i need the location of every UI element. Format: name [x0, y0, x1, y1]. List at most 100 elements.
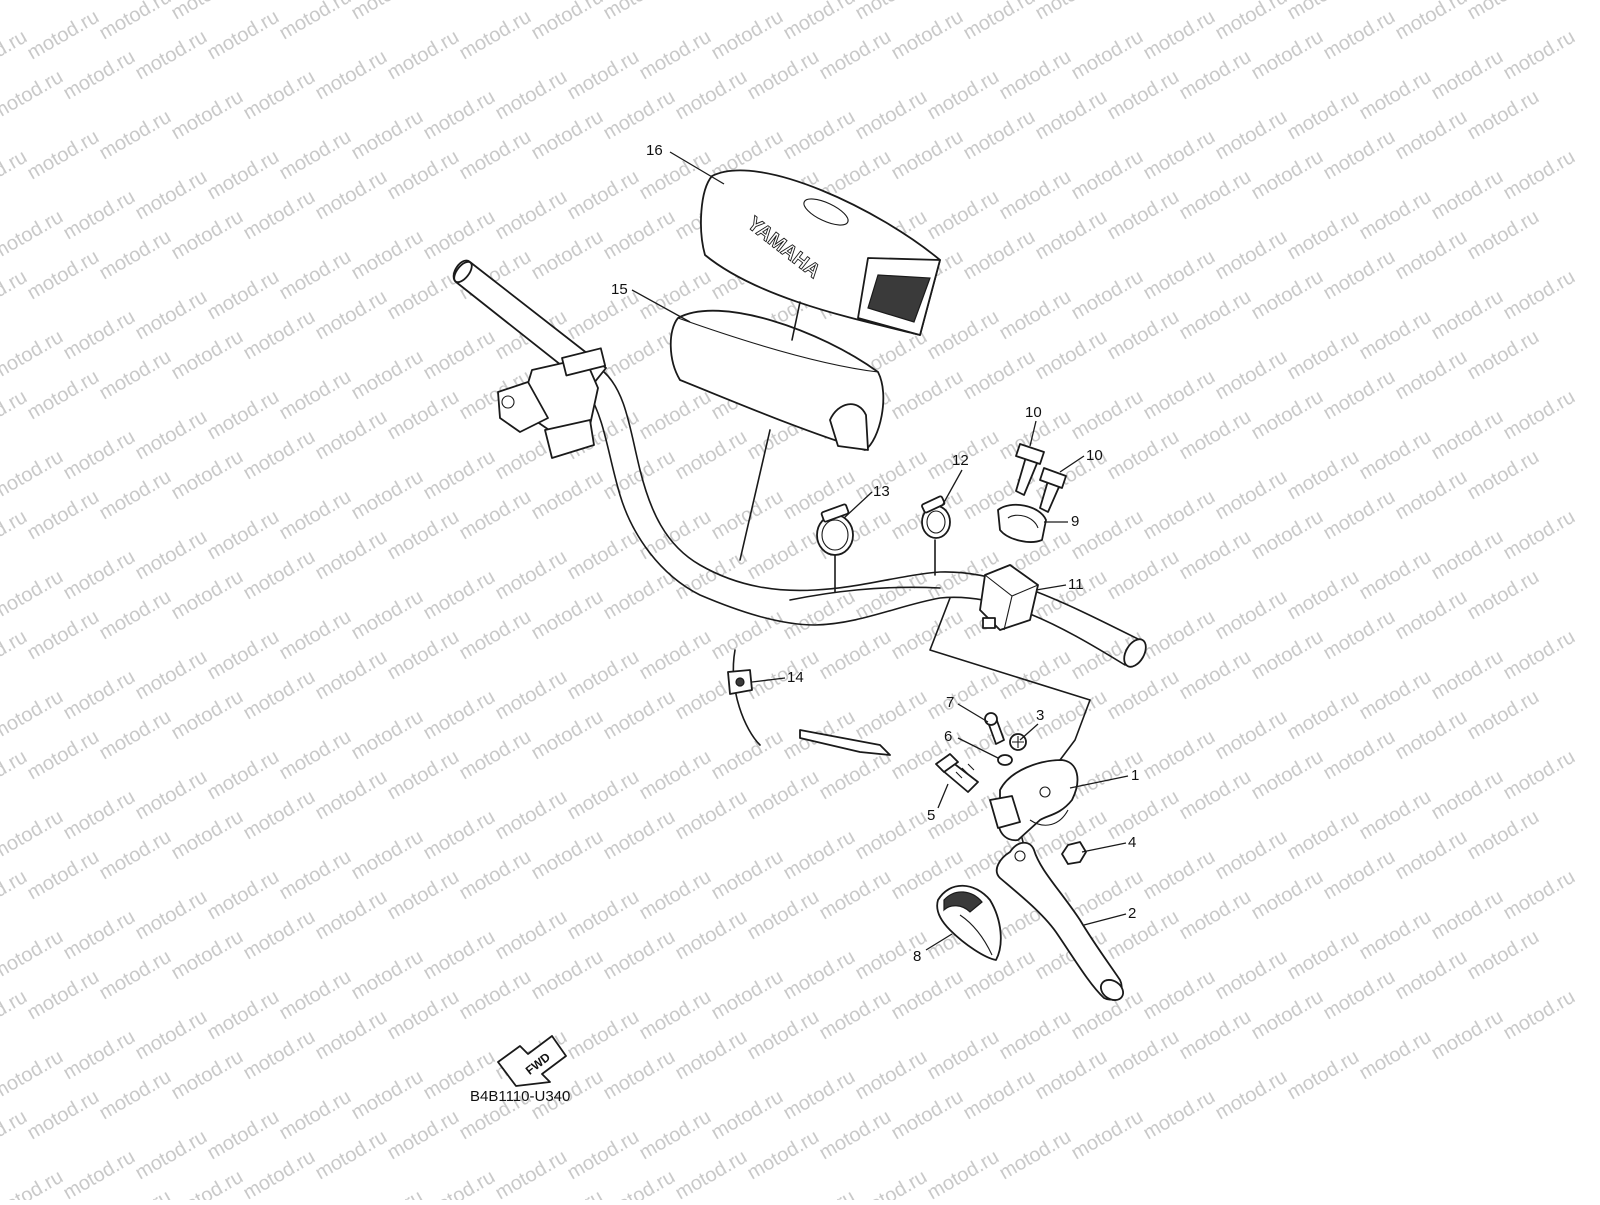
watermark-text: motod.ru	[0, 206, 67, 265]
watermark-text: motod.ru	[204, 386, 283, 445]
leader-7	[957, 703, 989, 723]
watermark-text: motod.ru	[1320, 846, 1399, 905]
watermark-text: motod.ru	[600, 0, 679, 24]
watermark-text: motod.ru	[1500, 386, 1579, 445]
watermark-text: motod.ru	[204, 266, 283, 325]
watermark-text: motod.ru	[852, 0, 931, 24]
watermark-text: motod.ru	[1104, 906, 1183, 965]
callout-14: 14	[787, 669, 804, 686]
watermark-text: motod.ru	[564, 646, 643, 705]
watermark-text: motod.ru	[1428, 646, 1507, 705]
leader-4	[1081, 842, 1127, 853]
watermark-text: motod.ru	[528, 946, 607, 1005]
watermark-text: motod.ru	[600, 686, 679, 745]
watermark-text: motod.ru	[168, 326, 247, 385]
callout-4: 4	[1128, 834, 1136, 851]
watermark-text: motod.ru	[744, 766, 823, 825]
watermark-text: motod.ru	[996, 166, 1075, 225]
watermark-text: motod.ru	[24, 246, 103, 305]
watermark-text: motod.ru	[1500, 626, 1579, 685]
watermark-text: motod.ru	[420, 446, 499, 505]
watermark-text: motod.ru	[1176, 46, 1255, 105]
watermark-text: motod.ru	[780, 106, 859, 165]
watermark-text: motod.ru	[1104, 546, 1183, 605]
watermark-text: motod.ru	[96, 0, 175, 44]
watermark-text: motod.ru	[456, 6, 535, 65]
watermark-text: motod.ru	[1356, 1026, 1435, 1085]
watermark-text: motod.ru	[168, 446, 247, 505]
callout-11: 11	[1068, 576, 1084, 593]
diagram-code: B4B1110-U340	[470, 1088, 570, 1105]
watermark-text: motod.ru	[240, 546, 319, 605]
watermark-text: motod.ru	[384, 1106, 463, 1165]
watermark-text: motod.ru	[564, 166, 643, 225]
watermark-text: motod.ru	[1464, 926, 1543, 985]
watermark-text: motod.ru	[564, 766, 643, 825]
watermark-text: motod.ru	[924, 786, 1003, 845]
watermark-text: motod.ru	[1212, 1066, 1291, 1125]
watermark-text: motod.ru	[672, 0, 751, 4]
part-5-adjuster	[935, 753, 979, 793]
watermark-text: motod.ru	[96, 466, 175, 525]
watermark-text: motod.ru	[240, 66, 319, 125]
watermark-text: motod.ru	[1176, 166, 1255, 225]
watermark-text: motod.ru	[1104, 426, 1183, 485]
watermark-text: motod.ru	[0, 1106, 31, 1165]
watermark-text: motod.ru	[348, 706, 427, 765]
watermark-text: motod.ru	[456, 726, 535, 785]
watermark-text: motod.ru	[1356, 666, 1435, 725]
watermark-text: motod.ru	[924, 1026, 1003, 1085]
watermark-text: motod.ru	[1248, 26, 1327, 85]
watermark-text: motod.ru	[1464, 566, 1543, 625]
watermark-text: motod.ru	[924, 186, 1003, 245]
watermark-text: motod.ru	[456, 486, 535, 545]
watermark-text: motod.ru	[1032, 0, 1111, 24]
leader-14	[751, 677, 786, 683]
watermark-text: motod.ru	[816, 986, 895, 1045]
watermark-text: motod.ru	[1356, 786, 1435, 845]
watermark-text: motod.ru	[24, 486, 103, 545]
watermark-text: motod.ru	[852, 1046, 931, 1105]
leader-12	[941, 469, 963, 507]
watermark-text: motod.ru	[1212, 826, 1291, 885]
watermark-text: motod.ru	[1068, 146, 1147, 205]
watermark-text: motod.ru	[1212, 346, 1291, 405]
watermark-text: motod.ru	[1140, 846, 1219, 905]
watermark-text: motod.ru	[96, 226, 175, 285]
callout-6: 6	[944, 728, 952, 745]
watermark-text: motod.ru	[816, 26, 895, 85]
watermark-text: motod.ru	[132, 886, 211, 945]
watermark-text: motod.ru	[1428, 886, 1507, 945]
watermark-text: motod.ru	[420, 326, 499, 385]
watermark-text: motod.ru	[0, 806, 67, 865]
watermark-text: motod.ru	[1428, 526, 1507, 585]
watermark-text: motod.ru	[0, 866, 31, 925]
watermark-text: motod.ru	[672, 1026, 751, 1085]
left-switch-assembly	[497, 347, 607, 459]
part-9-clamp	[997, 503, 1047, 543]
watermark-text: motod.ru	[1464, 206, 1543, 265]
watermark-text: motod.ru	[1392, 0, 1471, 44]
watermark-text: motod.ru	[1248, 986, 1327, 1045]
watermark-text: motod.ru	[240, 1026, 319, 1085]
watermark-text: motod.ru	[960, 226, 1039, 285]
watermark-text: motod.ru	[1392, 946, 1471, 1005]
watermark-text: motod.ru	[1320, 366, 1399, 425]
leader-6	[957, 737, 999, 759]
watermark-text: motod.ru	[1212, 706, 1291, 765]
watermark-text: motod.ru	[96, 1066, 175, 1125]
watermark-text: motod.ru	[276, 366, 355, 425]
watermark-text: motod.ru	[312, 526, 391, 585]
watermark-text: motod.ru	[0, 386, 31, 445]
watermark-text: motod.ru	[0, 626, 31, 685]
watermark-text: motod.ru	[744, 1126, 823, 1185]
watermark-text: motod.ru	[1464, 686, 1543, 745]
watermark-text: motod.ru	[1212, 0, 1291, 44]
watermark-text: motod.ru	[420, 566, 499, 625]
watermark-text: motod.ru	[348, 946, 427, 1005]
watermark-text: motod.ru	[1500, 986, 1579, 1045]
watermark-text: motod.ru	[852, 686, 931, 745]
part-8-lever-cover	[936, 884, 1002, 961]
watermark-text: motod.ru	[1356, 426, 1435, 485]
watermark-text: motod.ru	[0, 326, 67, 385]
